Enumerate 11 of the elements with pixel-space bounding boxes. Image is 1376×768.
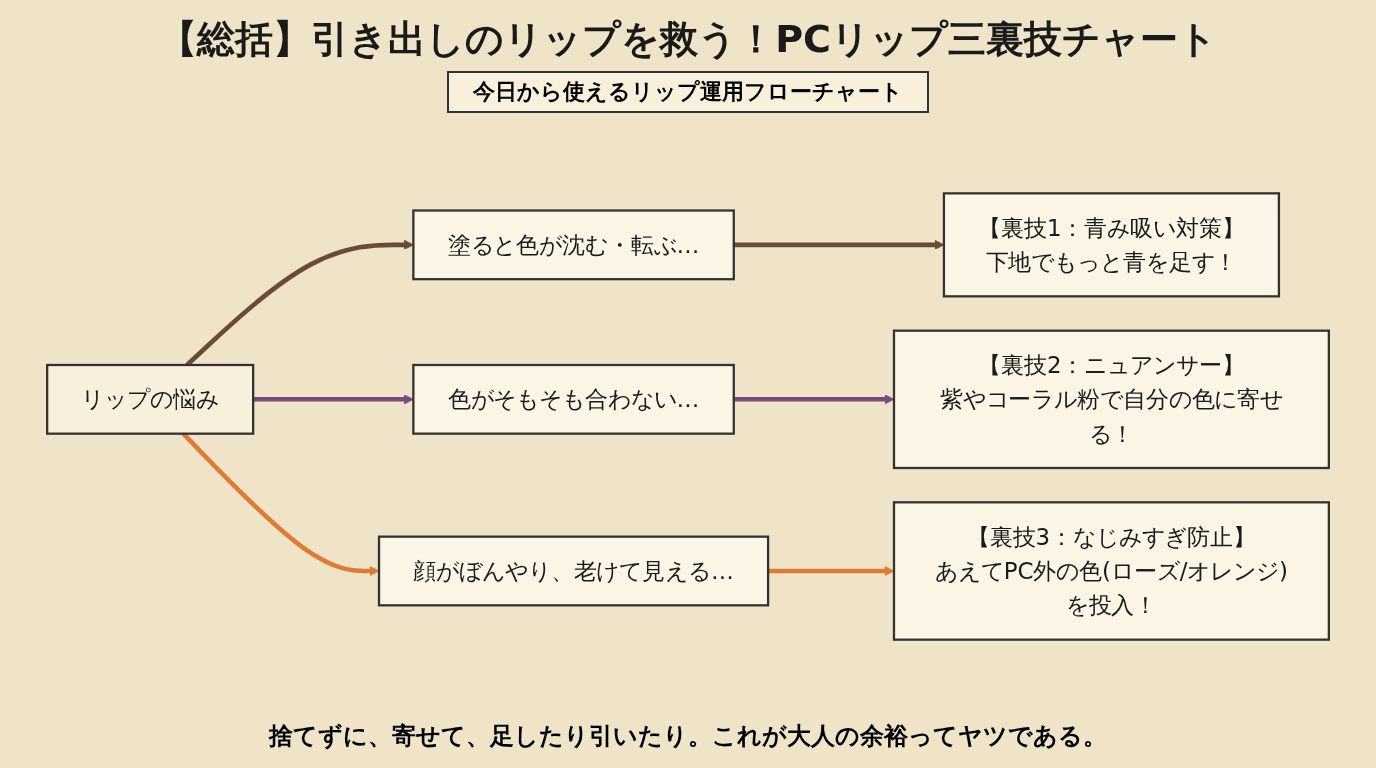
node-box: 【裏技2：ニュアンサー】 紫やコーラル粉で自分の色に寄せる！ — [892, 329, 1330, 470]
banner-heading: 今日から使えるリップ運用フローチャート — [447, 71, 929, 113]
node-box: 塗ると色が沈む・転ぶ… — [412, 209, 735, 281]
node-box: 【裏技3：なじみすぎ防止】 あえてPC外の色(ローズ/オレンジ)を投入！ — [892, 501, 1330, 641]
node-box: 【裏技1：青み吸い対策】 下地でもっと青を足す！ — [942, 192, 1281, 298]
caption: 捨てずに、寄せて、足したり引いたり。これが大人の余裕ってヤツである。 — [269, 721, 1107, 752]
title: 【総括】引き出しのリップを救う！PCリップ三裏技チャート — [159, 16, 1217, 63]
node-box: リップの悩み — [46, 363, 255, 435]
node-box: 色がそもそも合わない… — [412, 363, 735, 435]
node-box: 顔がぼんやり、老けて見える… — [377, 535, 770, 607]
arrow — [253, 394, 414, 405]
